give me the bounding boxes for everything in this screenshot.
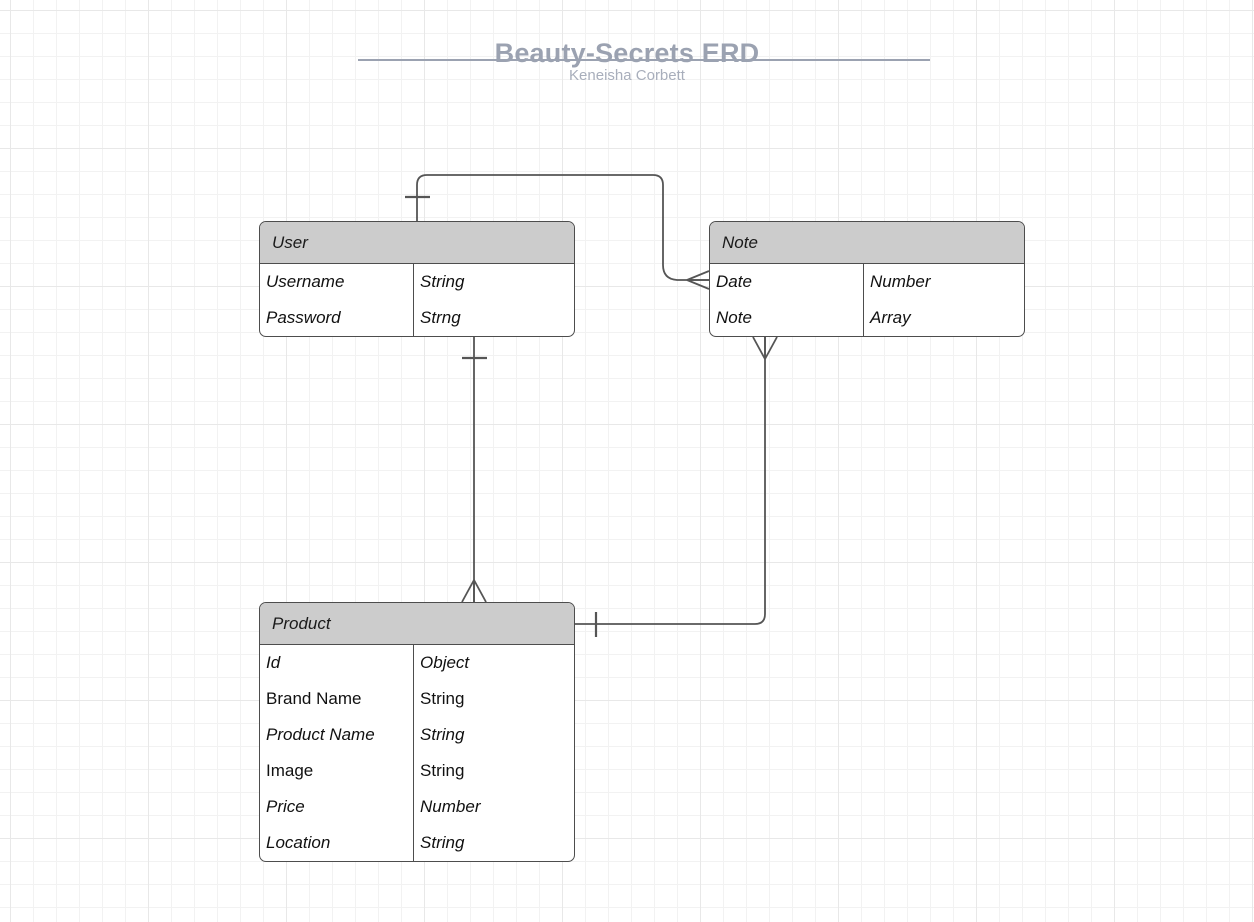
attribute-type: String	[420, 272, 465, 291]
entity-product-attribute-row: Id Object	[260, 645, 574, 681]
attribute-name: Product Name	[260, 717, 415, 753]
entity-product-attribute-row: Price Number	[260, 789, 574, 825]
attribute-name: Id	[260, 645, 415, 681]
attribute-type: Number	[420, 797, 481, 816]
entity-product-attribute-row: Brand Name String	[260, 681, 574, 717]
page-title: Beauty-Secrets ERD	[494, 38, 760, 68]
attribute-type: String	[420, 725, 465, 744]
entity-user[interactable]: User Username String Password Strng	[259, 221, 575, 337]
attribute-type: Object	[420, 653, 470, 672]
attribute-name: Username	[260, 264, 415, 300]
attribute-type: Number	[870, 272, 931, 291]
attribute-name: Location	[260, 825, 415, 861]
entity-user-title: User	[260, 222, 574, 264]
entity-note-attribute-row: Note Array	[710, 300, 1024, 336]
attribute-type: String	[420, 761, 465, 780]
entity-product-title: Product	[260, 603, 574, 645]
attribute-type: Strng	[420, 308, 461, 327]
entity-user-attribute-row: Username String	[260, 264, 574, 300]
attribute-name: Price	[260, 789, 415, 825]
title-block: Beauty-Secrets ERD	[0, 36, 1254, 70]
entity-product-attribute-row: Location String	[260, 825, 574, 861]
crowsfoot-many-product-top	[461, 579, 487, 603]
attribute-name: Password	[260, 300, 415, 336]
entity-product-attribute-row: Product Name String	[260, 717, 574, 753]
crowsfoot-many-note-left	[686, 270, 710, 290]
crowsfoot-many-note-bottom	[752, 336, 778, 360]
entity-user-attribute-row: Password Strng	[260, 300, 574, 336]
entity-note-attribute-row: Date Number	[710, 264, 1024, 300]
entity-product[interactable]: Product Id Object Brand Name String Prod…	[259, 602, 575, 862]
entity-note[interactable]: Note Date Number Note Array	[709, 221, 1025, 337]
attribute-name: Brand Name	[260, 681, 415, 717]
attribute-type: Array	[870, 308, 911, 327]
entity-product-attribute-row: Image String	[260, 753, 574, 789]
attribute-name: Note	[710, 300, 865, 336]
attribute-name: Image	[260, 753, 415, 789]
relationship-note-product	[575, 336, 778, 637]
relationship-user-product	[461, 337, 487, 603]
page-subtitle: Keneisha Corbett	[569, 67, 685, 84]
attribute-type: String	[420, 689, 465, 708]
attribute-name: Date	[710, 264, 865, 300]
entity-note-title: Note	[710, 222, 1024, 264]
attribute-type: String	[420, 833, 465, 852]
title-divider	[358, 59, 930, 61]
relationship-note-product-path	[575, 337, 766, 625]
